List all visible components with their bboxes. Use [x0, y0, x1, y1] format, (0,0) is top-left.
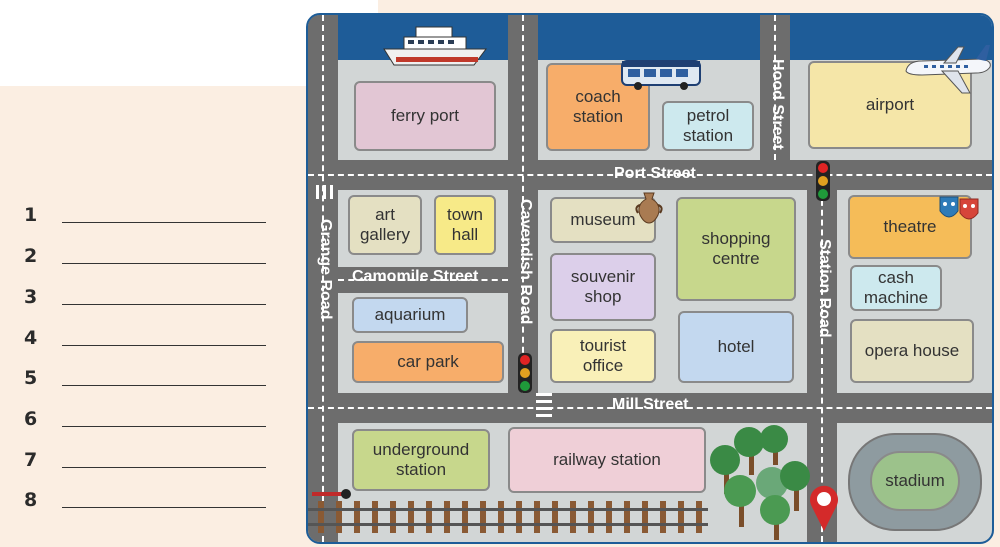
answer-number: 7 — [24, 449, 38, 471]
tree-icon — [780, 461, 810, 491]
tourist-office[interactable]: tourist office — [550, 329, 656, 383]
road-marking — [322, 15, 324, 542]
tree-icon — [734, 427, 764, 457]
tree-icon — [739, 505, 744, 527]
road-marking — [774, 15, 776, 160]
zebra-crossing — [536, 400, 552, 403]
shopping-centre[interactable]: shopping centre — [676, 197, 796, 301]
answer-number: 4 — [24, 327, 38, 349]
answer-number: 5 — [24, 367, 38, 389]
answer-row: 6 — [24, 404, 274, 434]
tree-icon — [760, 425, 788, 453]
answer-line[interactable] — [62, 426, 266, 427]
hood-street-label: Hood Street — [769, 59, 786, 150]
answer-line[interactable] — [62, 467, 266, 468]
tree-icon — [773, 443, 778, 465]
zebra-crossing — [316, 185, 319, 199]
answer-line[interactable] — [62, 345, 266, 346]
mill-street-label: Mill Street — [612, 396, 689, 413]
answer-number: 1 — [24, 204, 38, 226]
tree-icon — [760, 495, 790, 525]
railway-track-icon — [308, 501, 708, 533]
answer-line[interactable] — [62, 385, 266, 386]
road-marking — [308, 407, 992, 409]
answer-number: 6 — [24, 408, 38, 430]
amphora-icon — [635, 192, 663, 224]
road-marking — [821, 190, 823, 542]
aquarium[interactable]: aquarium — [352, 297, 468, 333]
zebra-crossing — [536, 393, 552, 396]
traffic-light-icon — [816, 161, 830, 201]
airplane-icon — [905, 45, 991, 94]
souvenir-shop[interactable]: souvenir shop — [550, 253, 656, 321]
theatre-masks-icon — [939, 196, 979, 220]
port-street-label: Port Street — [614, 165, 696, 182]
answer-line[interactable] — [62, 507, 266, 508]
ship-icon — [383, 26, 487, 66]
cavendish-road-label: Cavendish Road — [517, 199, 534, 325]
zebra-crossing — [330, 185, 333, 199]
petrol-station[interactable]: petrol station — [662, 101, 754, 151]
tree-icon — [794, 487, 799, 511]
car-park[interactable]: car park — [352, 341, 504, 383]
tree-icon — [710, 445, 740, 475]
answer-line[interactable] — [62, 263, 266, 264]
answer-line[interactable] — [62, 222, 266, 223]
tree-icon — [749, 451, 754, 475]
answer-row: 3 — [24, 282, 274, 312]
stadium[interactable]: stadium — [870, 451, 960, 511]
zebra-crossing — [323, 185, 326, 199]
answer-row: 2 — [24, 241, 274, 271]
answer-row: 4 — [24, 323, 274, 353]
location-pin-icon — [810, 485, 838, 531]
ferry-port[interactable]: ferry port — [354, 81, 496, 151]
cash-machine[interactable]: cash machine — [850, 265, 942, 311]
town-hall[interactable]: town hall — [434, 195, 496, 255]
barrier-icon — [312, 489, 351, 499]
railway-station[interactable]: railway station — [508, 427, 706, 493]
tree-icon — [774, 520, 779, 540]
road-marking — [308, 174, 992, 176]
grange-road-label: Grange Road — [317, 219, 334, 320]
answer-row: 1 — [24, 200, 274, 230]
answer-row: 5 — [24, 363, 274, 393]
road-marking — [338, 279, 508, 281]
answer-number: 8 — [24, 489, 38, 511]
answer-number: 3 — [24, 286, 38, 308]
answer-row: 8 — [24, 485, 274, 515]
station-road-label: Station Road — [816, 239, 833, 338]
town-map: ferry port coach station petrol station … — [306, 13, 994, 544]
traffic-light-icon — [518, 353, 532, 393]
airport[interactable]: airport — [808, 61, 972, 149]
zebra-crossing — [536, 414, 552, 417]
answer-line[interactable] — [62, 304, 266, 305]
answer-number: 2 — [24, 245, 38, 267]
road-marking — [522, 15, 524, 393]
art-gallery[interactable]: art gallery — [348, 195, 422, 255]
zebra-crossing — [536, 407, 552, 410]
underground-station[interactable]: underground station — [352, 429, 490, 491]
bus-icon — [621, 60, 701, 90]
answer-row: 7 — [24, 445, 274, 475]
opera-house[interactable]: opera house — [850, 319, 974, 383]
camomile-street-label: Camomile Street — [352, 268, 479, 285]
tree-icon — [724, 475, 756, 507]
hotel[interactable]: hotel — [678, 311, 794, 383]
